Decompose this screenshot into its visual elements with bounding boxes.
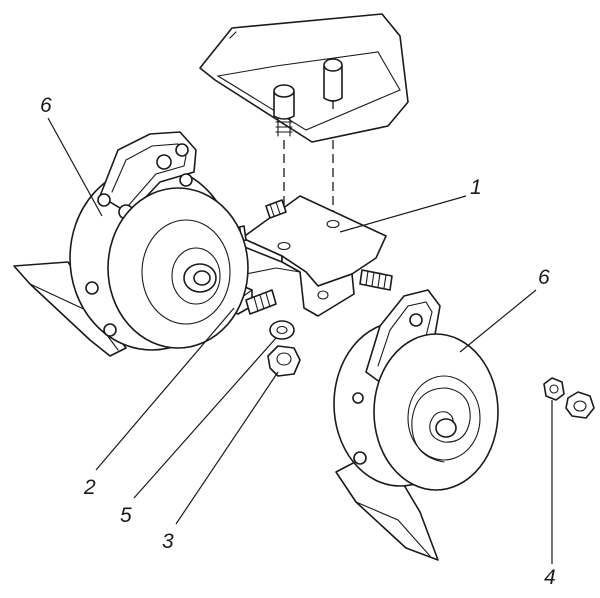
callout-2: 2	[83, 476, 96, 499]
flange-nut-small	[543, 377, 565, 401]
leader-6-left	[47, 117, 103, 217]
horn-right	[333, 289, 499, 561]
flange-nut-large	[565, 391, 595, 419]
callout-6-left: 6	[40, 94, 52, 117]
leader-3	[175, 371, 279, 525]
horn-left	[13, 131, 249, 357]
callout-3: 3	[162, 530, 174, 553]
leader-5	[133, 337, 277, 499]
leader-2	[95, 307, 235, 471]
callout-4: 4	[544, 566, 556, 589]
mounting-panel	[199, 13, 409, 143]
callout-1: 1	[470, 176, 482, 199]
panel-stud-left	[273, 84, 295, 137]
leader-1	[339, 195, 467, 233]
bracket-stud-top	[265, 199, 287, 219]
panel-stud-right	[323, 58, 343, 112]
callout-5: 5	[120, 504, 132, 527]
callout-6-right: 6	[538, 266, 550, 289]
washer	[269, 320, 295, 340]
bracket-stud-right	[359, 269, 393, 291]
hex-nut	[267, 345, 301, 377]
leader-6-right	[459, 289, 537, 353]
